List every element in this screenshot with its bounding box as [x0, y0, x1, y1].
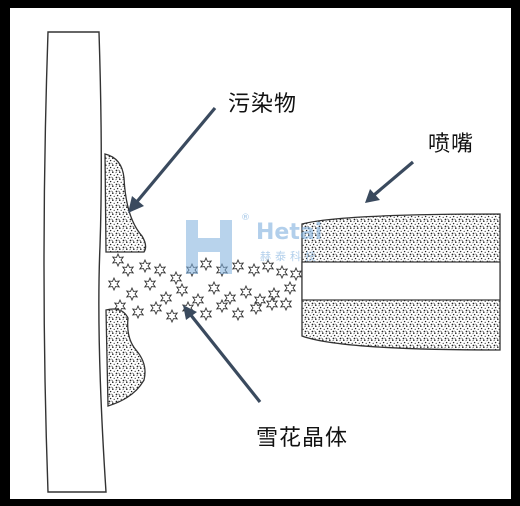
label-nozzle: 喷嘴 [428, 132, 475, 157]
snow-crystal-star [125, 286, 139, 302]
snow-crystal-star [283, 280, 297, 296]
snow-crystal-star [275, 264, 289, 280]
snow-crystal-star [169, 270, 183, 286]
snow-crystal-star [165, 308, 179, 324]
nozzle [301, 213, 501, 351]
watermark-registered: ® [241, 213, 250, 223]
snow-crystal-star [261, 258, 275, 274]
snow-crystal-star [159, 290, 173, 306]
snow-crystal-star [131, 304, 145, 320]
watermark-brand: Hetai [256, 220, 323, 245]
snow-crystal-star [265, 296, 279, 312]
snow-crystal-star [215, 298, 229, 314]
snow-crystal-star [279, 296, 293, 312]
snow-crystal-star [199, 256, 213, 272]
watermark-logo-icon [186, 220, 232, 274]
watermark-brand-cn: 赫泰科技 [260, 250, 320, 263]
diagram-canvas: ® Hetai 赫泰科技 污染物 喷嘴 雪花晶体 [10, 8, 511, 499]
snow-crystal-star [289, 266, 303, 282]
snow-crystal-star [199, 306, 213, 322]
snow-crystal-star [191, 292, 205, 308]
label-contaminant: 污染物 [228, 92, 298, 117]
snow-crystal-star [175, 282, 189, 298]
contaminant-upper [104, 153, 147, 253]
snow-crystal-star [149, 300, 163, 316]
snow-crystals [107, 252, 303, 324]
snow-crystal-star [247, 262, 261, 278]
label-snow-crystals: 雪花晶体 [256, 426, 349, 451]
snow-crystal-star [267, 286, 281, 302]
snow-crystal-star [239, 284, 253, 300]
contaminant-lower [105, 308, 146, 407]
snow-crystal-star [153, 262, 167, 278]
nozzle-bore [301, 261, 501, 301]
surface-wall [43, 31, 107, 493]
snow-crystal-star [111, 252, 125, 268]
arrow-nozzle [365, 160, 415, 203]
snow-crystal-star [231, 306, 245, 322]
snow-crystal-star [121, 262, 135, 278]
snow-crystal-star [249, 300, 263, 316]
snow-crystal-star [223, 290, 237, 306]
diagram-svg [43, 31, 501, 493]
snow-crystal-star [113, 298, 127, 314]
snow-crystal-star [138, 258, 152, 274]
arrow-contaminant [128, 106, 217, 213]
snow-crystal-star [207, 280, 221, 296]
snow-crystal-star [107, 276, 121, 292]
snow-crystal-star [231, 258, 245, 274]
arrow-snow [183, 305, 262, 403]
snow-crystal-star [143, 276, 157, 292]
